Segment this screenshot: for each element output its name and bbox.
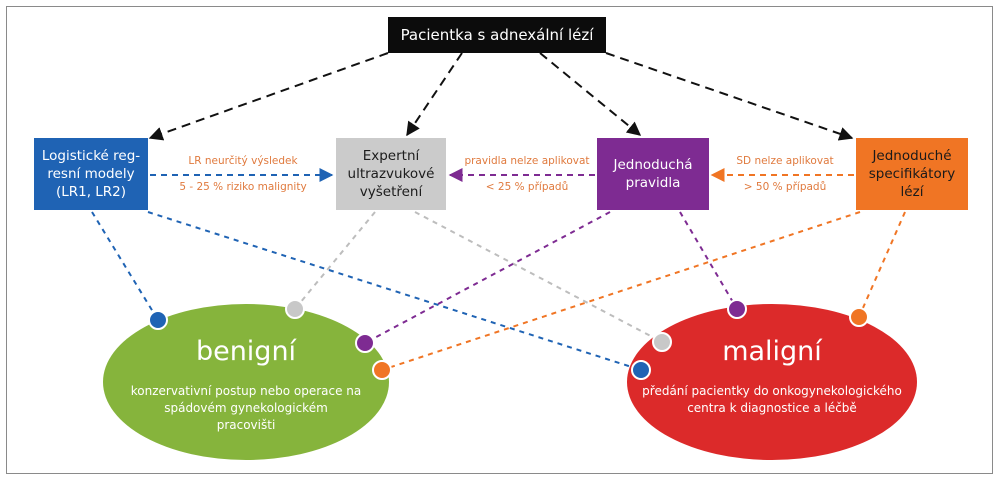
link-spec-malign: [858, 211, 906, 318]
malign-title: maligní: [722, 336, 822, 367]
simple-rules-box: Jednoduchá pravidla: [597, 138, 709, 210]
expert-ultrasound-label: Expertní ultrazvukové vyšetření: [347, 148, 435, 200]
patient-label: Pacientka s adnexální lézí: [400, 26, 594, 44]
benign-description: konzervativní postup nebo operace na spá…: [130, 384, 362, 432]
dot-simple-malign: [727, 299, 747, 319]
lr-arrow-label-bottom: 5 - 25 % riziko malignity: [179, 181, 307, 193]
dot-spec-benign: [372, 360, 392, 380]
arrow-top-to-expert: [406, 52, 463, 137]
lr-arrow-label-top: LR neurčitý výsledek: [188, 155, 298, 167]
dot-spec-malign: [849, 307, 869, 327]
dot-lr-benign: [148, 310, 168, 330]
simple-arrow-label-bottom: < 25 % případů: [485, 181, 569, 193]
link-lr-malign: [147, 211, 642, 371]
arrow-top-to-lr: [148, 52, 389, 141]
lr-models-label: Logistické reg- resní modely (LR1, LR2): [41, 148, 141, 200]
lr-models-box: Logistické reg- resní modely (LR1, LR2): [34, 138, 148, 210]
expert-ultrasound-box: Expertní ultrazvukové vyšetření: [336, 138, 446, 210]
benign-oval: [103, 304, 389, 460]
malign-description: předání pacientky do onkogynekologického…: [642, 384, 902, 415]
benign-title: benigní: [195, 336, 297, 367]
simple-descriptors-box: Jednoduché specifikátory lézí: [856, 138, 968, 210]
arrow-top-to-spec: [605, 52, 854, 141]
dot-expert-benign: [285, 299, 305, 319]
link-simple-benign: [364, 211, 611, 344]
simple-descriptors-label: Jednoduché specifikátory lézí: [868, 148, 956, 200]
link-simple-malign: [679, 211, 738, 310]
link-expert-benign: [294, 211, 376, 310]
patient-box: Pacientka s adnexální lézí: [388, 17, 606, 53]
dot-simple-benign: [355, 333, 375, 353]
simple-arrow-label-top: pravidla nelze aplikovat: [464, 155, 590, 167]
spec-arrow-label-top: SD nelze aplikovat: [736, 155, 834, 167]
simple-rules-label: Jednoduchá pravidla: [613, 157, 693, 191]
dot-expert-malign: [652, 332, 672, 352]
link-lr-benign: [91, 211, 159, 321]
arrow-top-to-simple: [539, 52, 642, 136]
malign-oval: [627, 304, 917, 460]
dot-lr-malign: [631, 360, 651, 380]
link-spec-benign: [381, 211, 861, 371]
spec-arrow-label-bottom: > 50 % případů: [743, 181, 827, 193]
link-expert-malign: [414, 211, 663, 343]
